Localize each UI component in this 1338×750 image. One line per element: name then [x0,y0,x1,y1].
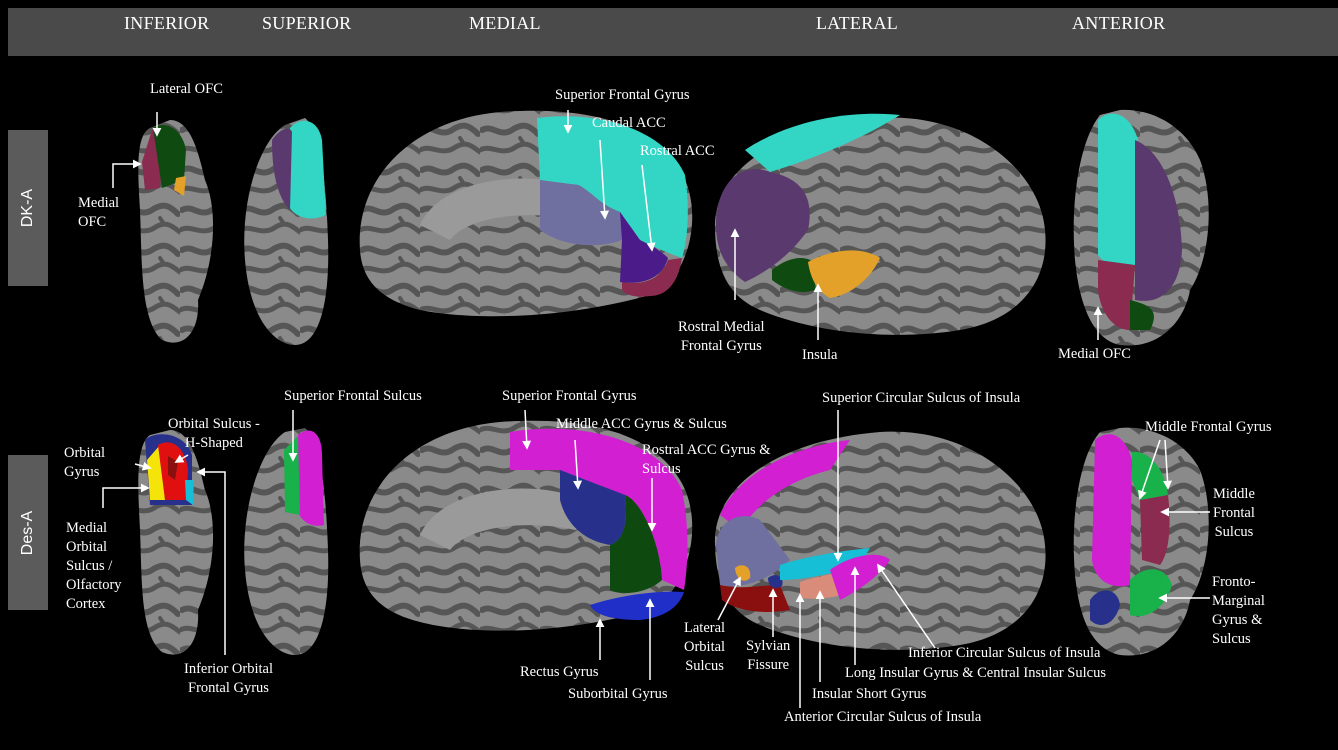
dk-anterior-sfg-region [1098,114,1138,267]
label-lateral-orbital-sulcus: Lateral Orbital Sulcus [684,619,725,676]
label-medial-orbital-sulcus: Medial Orbital Sulcus / Olfactory Cortex [66,519,122,614]
dk-anterior-brain [1074,110,1209,346]
des-inferior-brain [138,430,213,655]
label-medial-ofc-anterior: Medial OFC [1058,345,1131,364]
label-des-superior-frontal-gyrus: Superior Frontal Gyrus [502,387,637,406]
label-orbital-sulcus-h-shaped: Orbital Sulcus - H-Shaped [168,415,260,453]
label-superior-frontal-gyrus: Superior Frontal Gyrus [555,86,690,105]
label-long-insular-gyrus: Long Insular Gyrus & Central Insular Sul… [845,664,1106,683]
des-superior-sfs-region [284,436,300,515]
label-superior-circular-sulcus: Superior Circular Sulcus of Insula [822,389,1020,408]
label-rectus-gyrus: Rectus Gyrus [520,663,599,682]
des-anterior-sfg-region [1092,434,1132,586]
label-inferior-circular-sulcus: Inferior Circular Sulcus of Insula [908,644,1100,663]
label-sylvian-fissure: Sylvian Fissure [746,637,790,675]
label-lateral-ofc: Lateral OFC [150,80,223,99]
label-rostral-acc-des: Rostral ACC Gyrus & Sulcus [642,441,771,479]
label-caudal-acc: Caudal ACC [592,114,666,133]
label-superior-frontal-sulcus: Superior Frontal Sulcus [284,387,422,406]
des-anterior-mfs-region [1140,495,1170,565]
label-suborbital-gyrus: Suborbital Gyrus [568,685,667,704]
label-rostral-medial-frontal-gyrus: Rostral Medial Frontal Gyrus [678,318,765,356]
label-middle-frontal-sulcus: Middle Frontal Sulcus [1213,485,1255,542]
label-inferior-orbital-frontal-gyrus: Inferior Orbital Frontal Gyrus [184,660,273,698]
label-insula: Insula [802,346,837,365]
dk-lateral-brain [715,114,1046,335]
arrow-medial-ofc [113,164,140,188]
des-anterior-brain [1074,428,1209,656]
label-insular-short-gyrus: Insular Short Gyrus [812,685,926,704]
label-fronto-marginal: Fronto- Marginal Gyrus & Sulcus [1212,573,1265,649]
dk-superior-sfg-region [288,121,326,219]
des-lateral-orbital-region [720,585,790,612]
label-middle-frontal-gyrus: Middle Frontal Gyrus [1145,418,1271,437]
des-superior-sfg-region [298,431,324,526]
label-rostral-acc: Rostral ACC [640,142,715,161]
dk-inferior-brain [138,120,213,343]
des-superior-brain [244,428,328,655]
label-anterior-circular-sulcus: Anterior Circular Sulcus of Insula [784,708,981,727]
label-orbital-gyrus: Orbital Gyrus [64,444,105,482]
label-medial-ofc: Medial OFC [78,194,119,232]
dk-superior-brain [244,118,328,345]
label-middle-acc: Middle ACC Gyrus & Sulcus [556,415,727,434]
